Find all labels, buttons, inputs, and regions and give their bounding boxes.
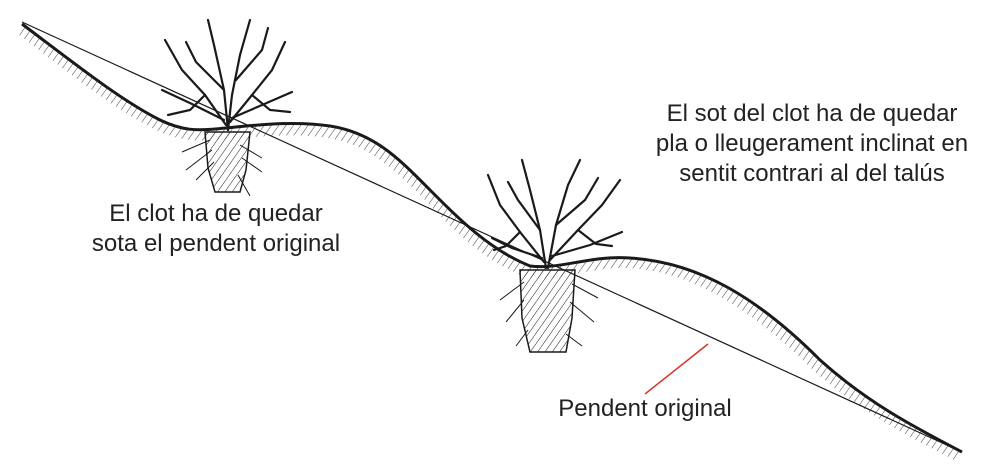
- hole-bottom-flat-line-1: El sot del clot ha de quedar: [626, 99, 992, 129]
- original-slope-caption: Pendent original: [540, 394, 750, 424]
- hole-bottom-flat-line-3: sentit contrari al del talús: [626, 159, 992, 189]
- left-shrub-branches: [162, 20, 292, 130]
- hole-bottom-flat-line-2: pla o lleugerament inclinat en: [626, 129, 992, 159]
- hole-bottom-flat-caption: El sot del clot ha de quedar pla o lleug…: [626, 99, 992, 189]
- left-root-ball: [205, 132, 250, 192]
- hole-below-slope-line-2: sota el pendent original: [66, 229, 366, 259]
- hole-below-slope-caption: El clot ha de quedar sota el pendent ori…: [66, 199, 366, 259]
- right-root-ball: [520, 270, 575, 352]
- original-slope-leader: [645, 344, 708, 394]
- original-slope-label: Pendent original: [540, 394, 750, 424]
- right-shrub-branches: [488, 160, 622, 268]
- left-plant: [162, 20, 292, 196]
- hole-below-slope-line-1: El clot ha de quedar: [66, 199, 366, 229]
